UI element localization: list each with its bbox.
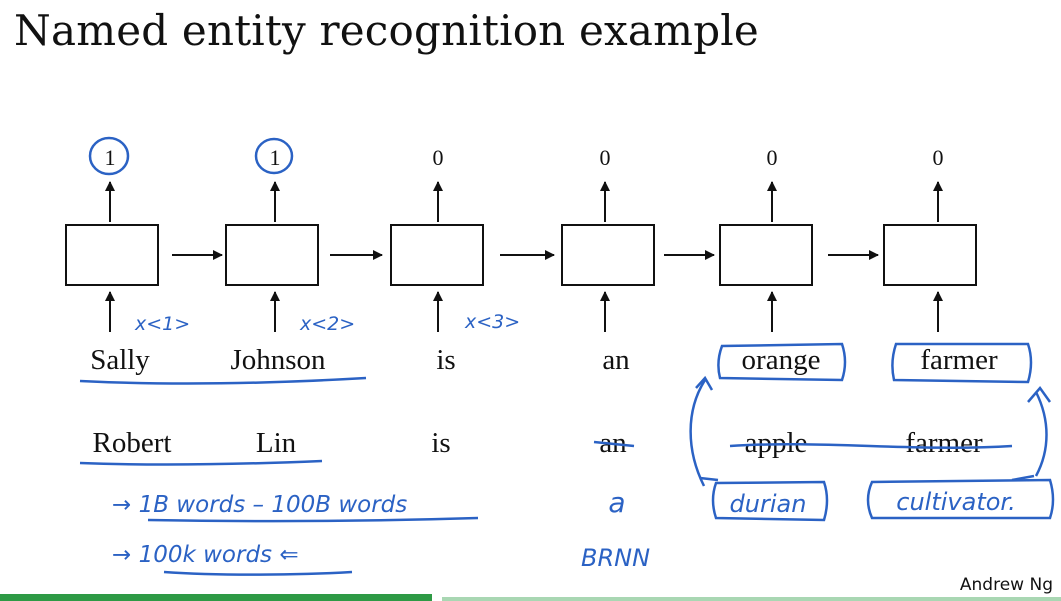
rnn-cell-5 <box>719 224 813 286</box>
bracket-left <box>689 379 707 487</box>
box-durian <box>711 480 829 522</box>
output-label-3: 0 <box>433 145 444 170</box>
entity-circle-1 <box>88 136 130 176</box>
progress-bar-dark <box>0 594 432 601</box>
underline-words-range <box>147 516 479 523</box>
rnn-cell-1 <box>65 224 159 286</box>
note-model: BRNN <box>581 544 650 572</box>
sentence2-word-6: farmer <box>905 427 983 459</box>
rnn-cell-2 <box>225 224 319 286</box>
note-vocab: → 100k words ⇐ <box>112 542 299 568</box>
sentence2-word-2: Lin <box>256 427 297 459</box>
progress-bar-light <box>442 597 1061 601</box>
box-farmer <box>891 342 1033 384</box>
output-label-5: 0 <box>767 145 778 170</box>
sentence1-word-2: Johnson <box>230 344 326 376</box>
sentence1-word-1: Sally <box>90 344 150 376</box>
bracket-right <box>1034 391 1048 477</box>
input-label-2: x<2> <box>299 313 355 335</box>
underline-vocab <box>163 570 353 576</box>
rnn-cell-4 <box>561 224 655 286</box>
bracket-left-arrow <box>695 375 714 391</box>
bracket-link <box>699 474 1035 482</box>
rnn-cell-3 <box>390 224 484 286</box>
box-cultivator <box>866 478 1055 520</box>
replacement-cultivator: cultivator. <box>896 488 1015 516</box>
sentence1-word-4: an <box>602 344 630 376</box>
sentence2-word-5: apple <box>745 427 808 459</box>
sentence1-word-6: farmer <box>920 344 998 376</box>
underline-sally-johnson <box>79 376 367 385</box>
input-label-1: x<1> <box>134 313 190 335</box>
replacement-durian: durian <box>730 490 807 518</box>
input-label-3: x<3> <box>464 311 520 333</box>
slide-title: Named entity recognition example <box>14 6 759 55</box>
box-orange <box>717 342 847 382</box>
output-label-2: 1 <box>270 145 281 170</box>
replacement-a: a <box>608 486 625 519</box>
entity-circle-2 <box>254 137 294 175</box>
rnn-cell-6 <box>883 224 977 286</box>
output-label-4: 0 <box>600 145 611 170</box>
underline-robert-lin <box>79 459 323 466</box>
strike-apple-farmer <box>729 443 1013 449</box>
sentence1-word-5: orange <box>742 344 821 376</box>
strike-an <box>593 440 635 448</box>
sentence1-word-3: is <box>436 344 455 376</box>
output-label-1: 1 <box>105 145 116 170</box>
sentence2-word-1: Robert <box>93 427 172 459</box>
sentence2-word-3: is <box>431 427 450 459</box>
author-credit: Andrew Ng <box>959 575 1053 595</box>
note-words-range: → 1B words – 100B words <box>112 492 407 518</box>
output-label-6: 0 <box>933 145 944 170</box>
bracket-right-arrow <box>1027 385 1052 403</box>
